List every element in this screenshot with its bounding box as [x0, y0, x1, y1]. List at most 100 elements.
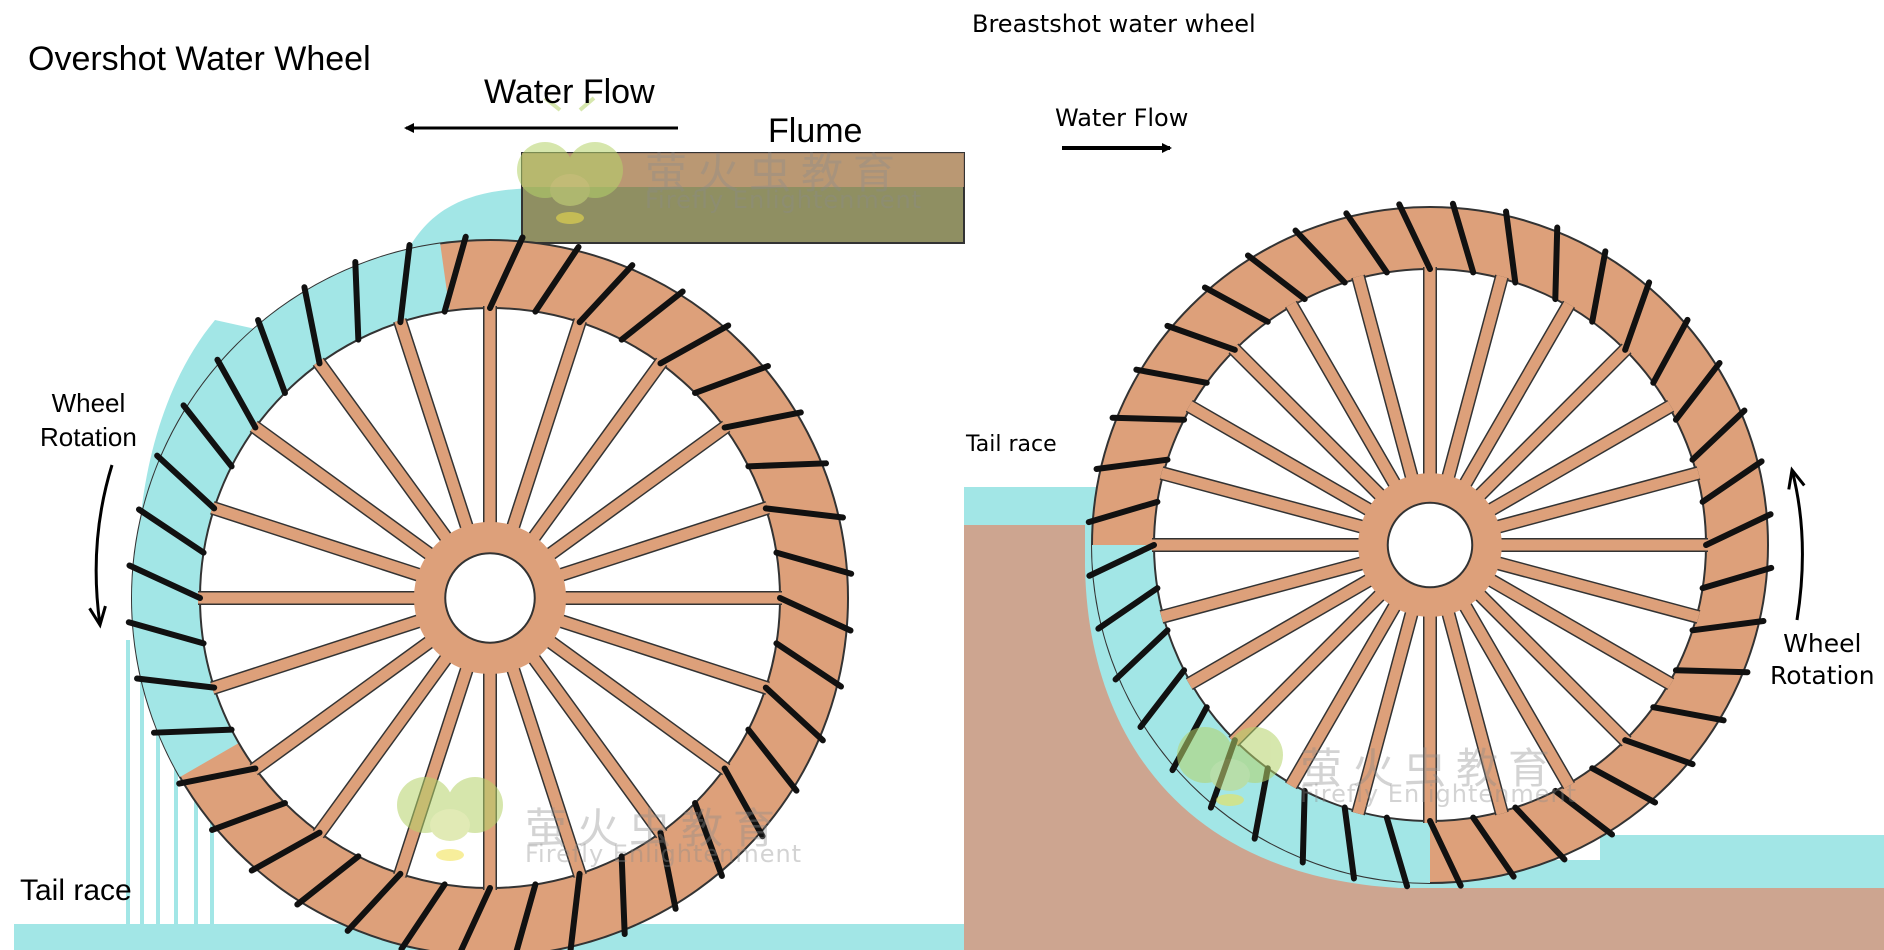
watermark-chinese: 萤火虫教育 — [525, 804, 786, 853]
overshot-water-flow-label: Water Flow — [484, 73, 655, 111]
wheel-bucket — [1164, 322, 1238, 353]
curved-arrow-up-icon — [1787, 466, 1806, 621]
wheel-bucket — [301, 284, 323, 367]
wheel-bucket — [458, 885, 493, 950]
wheel-bucket — [773, 549, 855, 577]
overshot-tail-race-label: Tail race — [20, 874, 132, 907]
breastshot-water-flow-label: Water Flow — [1055, 104, 1189, 132]
breastshot-upper-water — [964, 487, 1099, 525]
wheel-bucket — [1383, 814, 1411, 890]
wheel-bucket — [154, 452, 218, 512]
watermark-chinese: 萤火虫教育 — [1300, 744, 1561, 793]
wheel-bucket — [255, 317, 288, 396]
wheel-bucket — [1470, 814, 1517, 880]
overshot-rotation-label: Wheel Rotation — [40, 388, 137, 452]
wheel-bucket — [745, 460, 830, 470]
wheel-bucket — [1292, 227, 1348, 286]
wheel-bucket — [487, 234, 526, 311]
wheel-bucket — [134, 675, 218, 691]
wheel-bucket — [1201, 284, 1271, 325]
overshot-wheel — [125, 233, 855, 950]
wheel-bucket — [1650, 704, 1727, 724]
wheel-bucket — [294, 853, 362, 908]
wheel-bucket — [1589, 248, 1609, 325]
wheel-bucket — [150, 726, 235, 736]
wheel-bucket — [762, 505, 846, 521]
wheel-bucket — [762, 684, 826, 744]
wheel-bucket — [180, 402, 235, 470]
wheel-bucket — [1299, 787, 1308, 866]
wheel-axle-hole — [444, 552, 536, 644]
wheel-bucket — [1512, 804, 1568, 863]
wheel-axle-hole — [1386, 501, 1474, 589]
watermark-english: Firefly Enlightenment — [645, 186, 923, 214]
wheel-bucket — [1343, 210, 1390, 276]
wheel-bucket — [1427, 818, 1464, 889]
breastshot-tail-race-label: Tail race — [966, 432, 1057, 457]
wheel-bucket — [692, 800, 725, 879]
wheel-bucket — [1449, 200, 1477, 276]
wheel-bucket — [1112, 627, 1171, 683]
wheel-bucket — [1086, 542, 1157, 579]
wheel-bucket — [344, 870, 404, 934]
curved-arrow-down-icon — [88, 464, 114, 629]
wheel-bucket — [1622, 737, 1696, 768]
wheel-bucket — [1341, 804, 1357, 882]
firefly-logo-icon — [397, 777, 503, 861]
wheel-bucket — [1650, 316, 1691, 386]
wheel-bucket — [777, 595, 854, 634]
wheel-bucket — [1085, 498, 1161, 526]
wheel-bucket — [209, 800, 288, 833]
wheel-bucket — [1093, 456, 1171, 472]
wheel-bucket — [248, 829, 323, 874]
wheel-bucket — [214, 356, 259, 431]
wheel-bucket — [441, 233, 469, 315]
wheel-bucket — [657, 829, 679, 912]
breastshot-water-breast — [1085, 487, 1884, 888]
wheel-bucket — [1589, 765, 1659, 806]
wheel-bucket — [398, 881, 448, 950]
wheel-bucket — [773, 640, 845, 690]
firefly-logo-icon — [1177, 727, 1283, 806]
wheel-bucket — [1699, 458, 1765, 505]
wheel-bucket — [135, 506, 207, 556]
overshot-title: Overshot Water Wheel — [28, 40, 371, 78]
wheel-bucket — [1244, 252, 1308, 303]
wheel-bucket — [1396, 201, 1433, 272]
wheel-bucket — [1689, 407, 1748, 463]
breastshot-rotation-label: Wheel Rotation — [1770, 629, 1875, 690]
wheel-bucket — [692, 363, 771, 396]
wheel-bucket — [1095, 585, 1161, 632]
watermark-chinese: 萤火虫教育 — [645, 149, 906, 198]
wheel-bucket — [657, 322, 732, 367]
flume-label: Flume — [768, 112, 863, 150]
overshot-falling-water — [126, 640, 214, 925]
wheel-bucket — [1689, 618, 1767, 634]
wheel-bucket — [125, 619, 207, 647]
wheel-bucket — [513, 881, 539, 950]
wheel-bucket — [1133, 366, 1210, 386]
wheel-bucket — [397, 242, 413, 326]
wheel-water-fill — [131, 243, 450, 778]
wheel-bucket — [352, 258, 362, 343]
wheel-bucket — [1672, 667, 1751, 676]
wheel-bucket — [576, 262, 636, 326]
wheel-bucket — [1503, 208, 1519, 286]
wheel-bucket — [745, 726, 800, 794]
watermark-english: Firefly Enlightenment — [1300, 780, 1578, 808]
wheel-bucket — [618, 288, 686, 343]
wheel-bucket — [176, 765, 259, 787]
watermark-english: Firefly Enlightenment — [525, 840, 803, 868]
wheel-bucket — [1552, 787, 1616, 838]
wheel-bucket — [1552, 224, 1561, 303]
firefly-logo-icon — [517, 96, 623, 224]
wheel-bucket — [1672, 359, 1723, 423]
wheel-bucket — [1137, 667, 1188, 731]
wheel-bucket — [721, 765, 766, 840]
wheel-bucket — [1622, 279, 1653, 353]
breastshot-wheel — [1085, 200, 1775, 890]
wheel-bucket — [1699, 564, 1775, 592]
breastshot-panel — [964, 143, 1884, 950]
breastshot-title: Breastshot water wheel — [972, 10, 1256, 38]
